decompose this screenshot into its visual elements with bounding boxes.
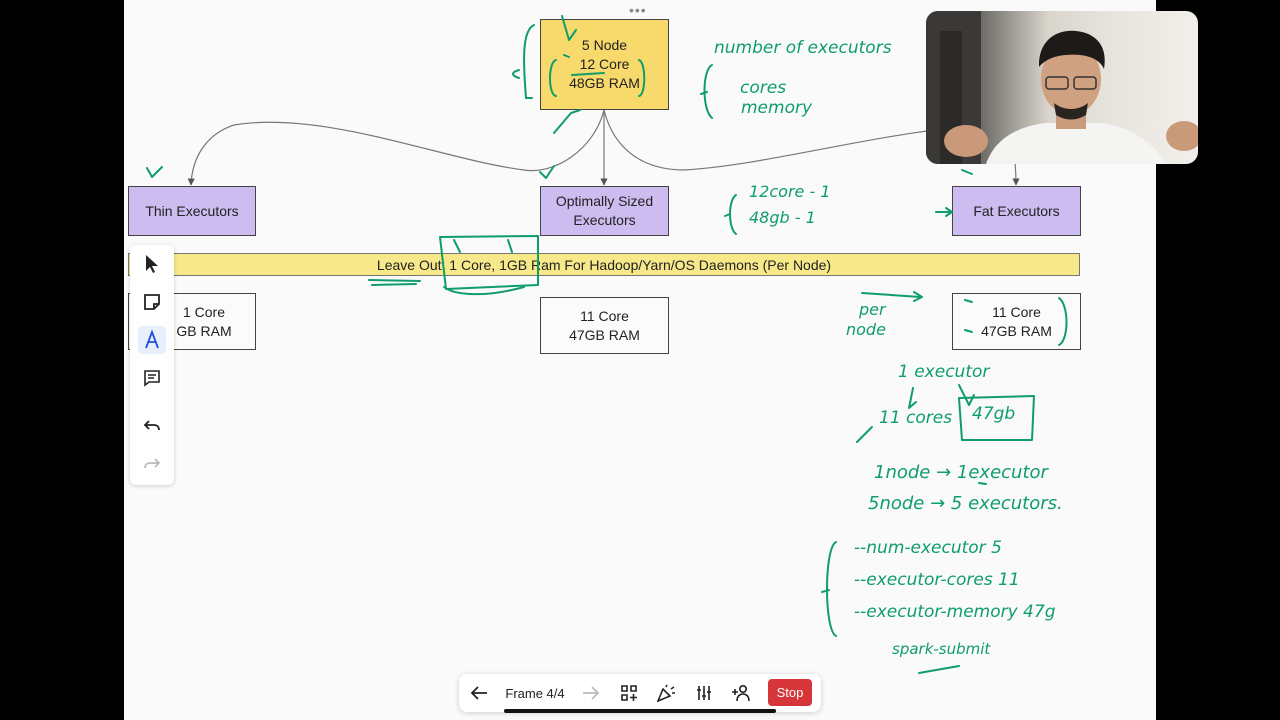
add-user-icon: [732, 684, 750, 702]
cluster-ram-label: 48GB RAM: [569, 75, 640, 91]
frames-grid-button[interactable]: [617, 683, 641, 703]
arrow-left-icon: [470, 686, 487, 700]
redo-icon[interactable]: [138, 450, 166, 478]
presenter-video: [926, 11, 1198, 164]
hw-12core-minus-1: 12core - 1: [749, 182, 831, 201]
fat-result-node[interactable]: 11 Core 47GB RAM: [952, 293, 1081, 350]
celebrate-button[interactable]: [654, 683, 678, 703]
reserved-resources-banner[interactable]: Leave Out: 1 Core, 1GB Ram For Hadoop/Ya…: [128, 253, 1080, 276]
settings-button[interactable]: [692, 683, 716, 703]
stop-label: Stop: [776, 685, 804, 700]
thin-result-ram: GB RAM: [176, 322, 232, 339]
comment-icon[interactable]: [138, 364, 166, 392]
hw-number-of-executors: number of executors: [714, 38, 892, 58]
hw-spark-submit: spark-submit: [892, 640, 991, 658]
cluster-nodes-label: 5 Node: [581, 37, 628, 53]
next-frame-button[interactable]: [579, 683, 603, 703]
optimal-executors-label-2: Executors: [573, 212, 636, 228]
presentation-bar: Frame 4/4 Stop: [459, 674, 821, 712]
more-dots-icon[interactable]: •••: [629, 2, 647, 18]
hw-47gb: 47gb: [972, 404, 1016, 424]
hw-11-cores: 11 cores: [879, 408, 953, 428]
add-person-button[interactable]: [729, 683, 753, 703]
arrow-right-icon: [583, 686, 600, 700]
hw-node: node: [846, 320, 886, 339]
fat-result-cores: 11 Core: [992, 303, 1041, 320]
cluster-cores-label: 12 Core: [579, 56, 630, 72]
hw-num-executor-flag: --num-executor 5: [854, 538, 1002, 558]
fat-executors-label: Fat Executors: [973, 202, 1060, 219]
optimal-executors-node[interactable]: Optimally Sized Executors: [540, 186, 669, 236]
grid-icon: [621, 685, 637, 701]
ink-annotations: [146, 15, 1068, 674]
frame-indicator: Frame 4/4: [503, 683, 567, 703]
pen-icon[interactable]: [138, 326, 166, 354]
hw-1-executor: 1 executor: [898, 362, 990, 382]
hw-48gb-minus-1: 48gb - 1: [749, 208, 816, 227]
thin-executors-node[interactable]: Thin Executors: [128, 186, 256, 236]
hw-executor-memory-flag: --executor-memory 47g: [854, 602, 1056, 622]
frame-label: Frame 4/4: [505, 685, 565, 701]
thin-result-cores: 1 Core: [182, 303, 226, 320]
tool-palette: [130, 245, 174, 485]
fat-executors-node[interactable]: Fat Executors: [952, 186, 1081, 236]
cluster-node[interactable]: 5 Node 12 Core 48GB RAM: [540, 19, 669, 110]
webcam-overlay: [926, 11, 1198, 164]
prev-frame-button[interactable]: [467, 683, 491, 703]
optimal-result-cores: 11 Core: [580, 307, 629, 324]
undo-icon[interactable]: [138, 412, 166, 440]
banner-text: Leave Out: 1 Core, 1GB Ram For Hadoop/Ya…: [376, 256, 832, 273]
pointer-icon[interactable]: [138, 250, 166, 278]
hw-5node-5executors: 5node → 5 executors.: [868, 493, 1063, 514]
thin-executors-label: Thin Executors: [145, 202, 239, 219]
hw-per: per: [859, 300, 886, 319]
sticky-note-icon[interactable]: [138, 288, 166, 316]
optimal-result-ram: 47GB RAM: [569, 326, 640, 343]
hw-memory: memory: [741, 98, 813, 118]
optimal-executors-label-1: Optimally Sized: [555, 193, 654, 209]
fat-result-ram: 47GB RAM: [981, 322, 1052, 339]
optimal-result-node[interactable]: 11 Core 47GB RAM: [540, 297, 669, 354]
hw-1node-1executor: 1node → 1executor: [874, 462, 1048, 483]
hw-executor-cores-flag: --executor-cores 11: [854, 570, 1020, 590]
stop-button[interactable]: Stop: [768, 679, 812, 706]
sliders-icon: [697, 686, 711, 700]
hw-cores: cores: [740, 78, 787, 98]
frame-progress-bar: [504, 709, 776, 713]
party-popper-icon: [656, 684, 675, 702]
